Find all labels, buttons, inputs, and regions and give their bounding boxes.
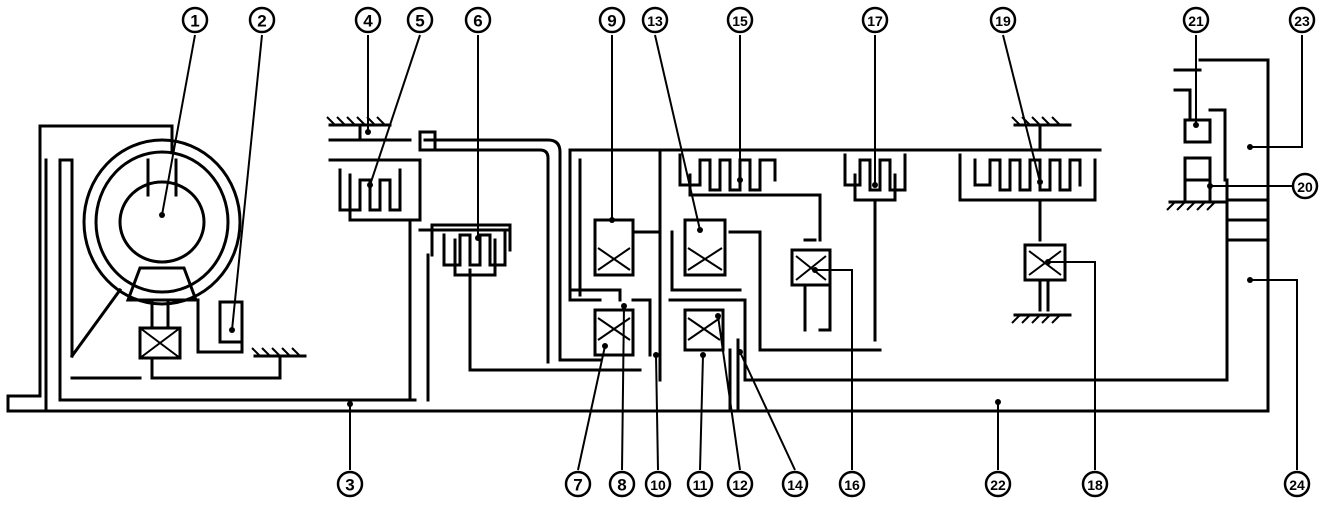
leader-lines: [159, 34, 1303, 471]
svg-text:3: 3: [345, 476, 354, 495]
label-4: 4: [354, 6, 382, 34]
label-9: 9: [598, 6, 626, 34]
svg-text:15: 15: [732, 13, 748, 29]
label-7: 7: [564, 470, 592, 498]
brake-17: [843, 153, 907, 342]
brake-group-4-5: [326, 116, 512, 402]
output-group: [1166, 88, 1270, 242]
label-22: 22: [984, 470, 1012, 498]
svg-text:21: 21: [1188, 13, 1204, 29]
shafts: [6, 58, 1270, 413]
label-8: 8: [608, 470, 636, 498]
label-3: 3: [336, 470, 364, 498]
svg-text:24: 24: [1289, 477, 1305, 493]
svg-text:7: 7: [573, 476, 582, 495]
label-21: 21: [1182, 6, 1210, 34]
svg-text:8: 8: [617, 476, 626, 495]
label-24: 24: [1283, 470, 1311, 498]
torque-converter: [38, 124, 307, 392]
svg-text:9: 9: [607, 12, 616, 31]
label-23: 23: [1288, 6, 1316, 34]
svg-text:10: 10: [650, 477, 666, 493]
label-16: 16: [838, 470, 866, 498]
label-20: 20: [1291, 172, 1319, 200]
svg-text:20: 20: [1297, 179, 1313, 195]
label-13: 13: [641, 6, 669, 34]
label-5: 5: [406, 6, 434, 34]
svg-text:17: 17: [867, 13, 883, 29]
svg-text:23: 23: [1294, 13, 1310, 29]
svg-text:12: 12: [732, 477, 748, 493]
label-17: 17: [861, 6, 889, 34]
svg-text:19: 19: [995, 13, 1011, 29]
svg-text:1: 1: [190, 12, 199, 31]
clutch-6: [426, 223, 642, 402]
brake-19: [958, 116, 1097, 324]
svg-text:16: 16: [844, 477, 860, 493]
label-6: 6: [464, 6, 492, 34]
label-10: 10: [644, 470, 672, 498]
label-11: 11: [686, 470, 714, 498]
clutch-15: [658, 148, 832, 332]
label-15: 15: [726, 6, 754, 34]
svg-text:13: 13: [647, 13, 663, 29]
label-2: 2: [248, 6, 276, 34]
svg-text:14: 14: [787, 477, 803, 493]
label-19: 19: [989, 6, 1017, 34]
label-14: 14: [781, 470, 809, 498]
label-12: 12: [726, 470, 754, 498]
svg-text:5: 5: [415, 12, 424, 31]
label-1: 1: [181, 6, 209, 34]
svg-text:11: 11: [693, 477, 708, 493]
svg-text:22: 22: [990, 477, 1006, 493]
label-18: 18: [1081, 470, 1109, 498]
svg-text:2: 2: [257, 12, 266, 31]
svg-text:18: 18: [1087, 477, 1103, 493]
svg-text:6: 6: [473, 12, 482, 31]
svg-text:4: 4: [363, 12, 373, 31]
callout-labels: 1 2 3 4 5 6 7 8 9 10 11 12 13 14 15 16 1…: [181, 6, 1319, 498]
